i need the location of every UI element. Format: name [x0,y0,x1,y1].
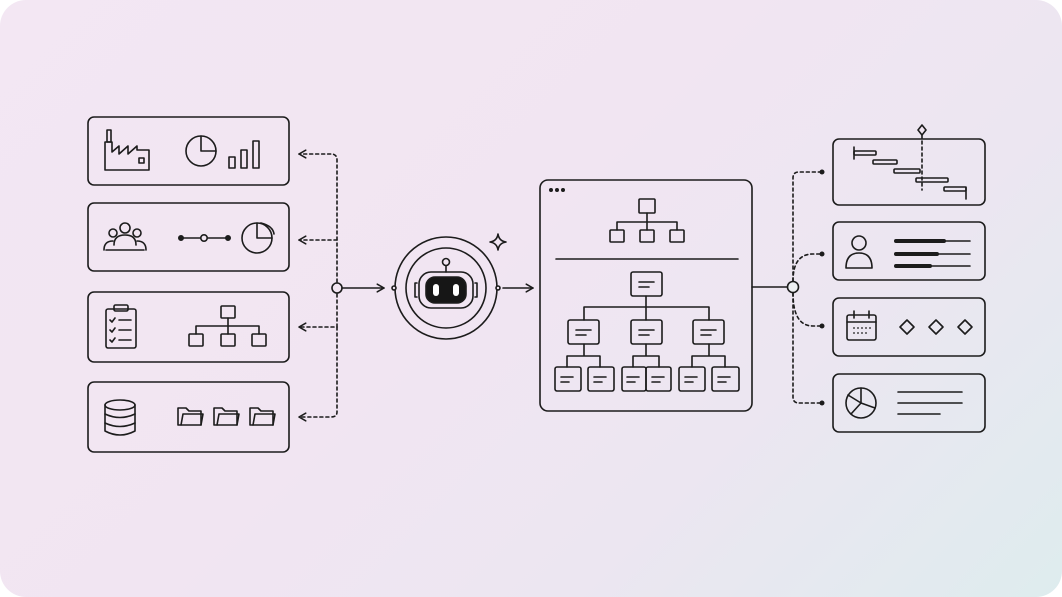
calendar-icon [846,310,877,341]
timeline-icon [178,234,232,243]
folder-icon [213,407,240,426]
hierarchy-tree-icon [554,271,740,392]
folder-icon [249,407,276,426]
structure-window [539,179,753,412]
users-icon [103,222,147,251]
pie-chart-icon [241,222,275,254]
output-panel-people [832,221,986,281]
factory-icon [104,129,150,171]
output-panel-milestones [832,297,986,357]
diamond-icon [957,319,973,335]
sparkle-icon [489,233,507,251]
diamond-icon [899,319,915,335]
pie-chart-icon [845,387,877,419]
input-panel-production [87,116,290,186]
gantt-chart-icon [853,124,967,200]
output-connector-dots [819,169,825,406]
org-chart-icon [188,305,267,347]
text-lines-icon [897,391,963,415]
text-lines-icon [894,239,971,268]
input-hub-node [331,282,343,294]
input-panel-team [87,202,290,272]
clipboard-checklist-icon [105,304,137,349]
pie-chart-icon [185,135,217,167]
input-panel-storage [87,381,290,453]
org-chart-icon [609,198,685,243]
output-connectors [792,171,821,404]
diamond-icon [928,319,944,335]
output-hub-node [786,280,800,294]
user-icon [845,235,873,269]
dots-icon [549,188,565,192]
ai-robot-icon [391,236,501,340]
input-panel-tasks [87,291,290,363]
database-icon [104,399,136,436]
input-connectors [298,149,338,422]
output-panel-report [832,373,986,433]
bar-chart-icon [228,140,260,169]
folder-icon [177,407,204,426]
output-panel-schedule [832,124,986,206]
